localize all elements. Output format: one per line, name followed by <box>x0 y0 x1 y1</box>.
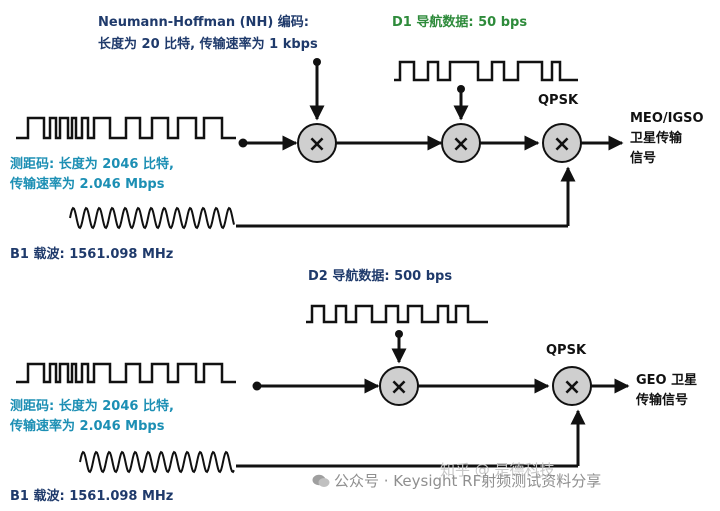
d1-data-waveform <box>394 60 578 82</box>
bottom-output-line-1: GEO 卫星 <box>636 373 698 388</box>
top-multiplier-2-symbol: × <box>452 132 470 157</box>
top-output-line-2: 卫星传输 <box>630 131 683 146</box>
bottom-multiplier-qpsk-symbol: × <box>563 375 581 400</box>
wechat-icon <box>312 474 330 488</box>
bottom-ranging-line-1: 测距码: 长度为 2046 比特, <box>10 399 174 414</box>
bottom-carrier-wave <box>79 450 235 474</box>
watermark-overlay: 知乎 @ 是德科技 <box>440 461 555 479</box>
top-output-line-1: MEO/IGSO <box>630 111 704 126</box>
top-ranging-line-2: 传输速率为 2.046 Mbps <box>10 177 165 192</box>
top-carrier-wave <box>69 206 235 230</box>
top-ranging-line-1: 测距码: 长度为 2046 比特, <box>10 157 174 172</box>
bottom-output-line-2: 传输信号 <box>636 393 689 408</box>
top-output-line-3: 信号 <box>630 151 657 166</box>
nh-code-waveform <box>16 116 236 140</box>
d2-data-label: D2 导航数据: 500 bps <box>308 269 453 284</box>
bottom-ranging-waveform <box>16 362 236 384</box>
d1-data-label: D1 导航数据: 50 bps <box>392 15 528 30</box>
d2-data-waveform <box>306 304 488 324</box>
top-multiplier-qpsk-symbol: × <box>553 132 571 157</box>
top-carrier-label: B1 载波: 1561.098 MHz <box>10 247 174 262</box>
watermark-text: 公众号 · Keysight RF射频测试资料分享 <box>334 472 602 490</box>
bottom-multiplier-1-symbol: × <box>390 375 408 400</box>
nh-code-description: 长度为 20 比特, 传输速率为 1 kbps <box>98 37 318 52</box>
bottom-ranging-line-2: 传输速率为 2.046 Mbps <box>10 419 165 434</box>
top-junction-dot-1 <box>238 138 248 148</box>
top-qpsk-label: QPSK <box>538 93 579 108</box>
top-multiplier-1-symbol: × <box>308 132 326 157</box>
bottom-qpsk-label: QPSK <box>546 343 587 358</box>
bottom-carrier-label: B1 载波: 1561.098 MHz <box>10 489 174 504</box>
nh-code-title: Neumann-Hoffman (NH) 编码: <box>98 15 309 30</box>
watermark: 公众号 · Keysight RF射频测试资料分享 <box>312 470 601 491</box>
